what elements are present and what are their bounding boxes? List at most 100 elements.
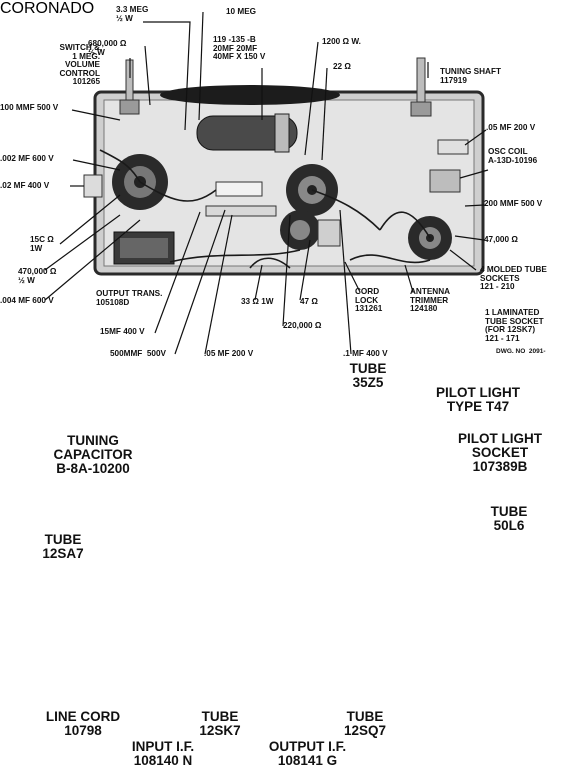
label-47-ohm-line-1: 47 Ω <box>300 297 318 306</box>
label-molded-sockets-line-2: SOCKETS <box>480 273 520 283</box>
label-output-trans-line-2: 105108D <box>96 297 130 307</box>
label-470k-line-2: ½ W <box>18 275 35 285</box>
label-dwg-no-line-1: DWG. NO 2091- <box>496 348 546 355</box>
label-004mf-line-1: .004 MF 600 V <box>0 296 54 305</box>
label-3-3meg-line-1: 3.3 MEG <box>116 5 149 14</box>
output-if-can: CORONADO <box>0 0 94 17</box>
label-47-ohm: 47 Ω <box>300 297 318 307</box>
label-15mf-line-1: 15MF 400 V <box>100 327 145 336</box>
pilot-light: CORONADO <box>0 0 94 17</box>
label-input-if-line-1: INPUT I.F. <box>131 739 195 754</box>
bottom-chassis-view: CORONADO <box>0 0 94 17</box>
label-molded-sockets-line-1: 4 MOLDED TUBE <box>480 265 547 274</box>
label-osc-coil-line-2: A-13D-10196 <box>488 155 538 165</box>
label-tuning-shaft-line-2: 117919 <box>440 75 467 85</box>
label-15mf: 15MF 400 V <box>100 327 145 337</box>
label-680k-line-1: 680,000 Ω <box>88 39 127 48</box>
label-pilot-light-type-line-1: PILOT LIGHT <box>436 385 520 400</box>
label-line-cord-line-1: LINE CORD <box>45 709 121 724</box>
brand-plate-text: CORONADO <box>0 0 95 17</box>
label-pilot-light-socket-line-2: SOCKET <box>471 445 529 461</box>
brand-plate: CORONADO <box>0 0 94 17</box>
label-output-trans: OUTPUT TRANS.105108D <box>96 289 163 307</box>
label-laminated-socket-line-3: (FOR 12SK7) <box>485 325 536 335</box>
label-200mmf: 200 MMF 500 V <box>484 199 542 209</box>
label-22-ohm: 22 Ω <box>333 62 351 72</box>
label-33-ohm-line-1: 33 Ω 1W <box>241 297 274 306</box>
label-tube-12sa7-line-1: TUBE <box>44 532 82 547</box>
speaker: CORONADO <box>0 0 94 17</box>
label-47000: 47,000 Ω <box>484 235 518 245</box>
label-antenna-trimmer-line-3: 124180 <box>410 304 438 314</box>
filter-capacitor-band <box>274 113 290 153</box>
label-02mf-line-1: .02 MF 400 V <box>0 181 50 190</box>
label-100mmf: 100 MMF 500 V <box>0 103 59 113</box>
label-output-trans-line-1: OUTPUT TRANS. <box>96 289 163 298</box>
tuning-shaft-bushing <box>410 101 432 117</box>
label-3-3meg-line-2: ½ W <box>116 13 133 23</box>
label-05mf-bottom-line-1: .05 MF 200 V <box>204 349 254 358</box>
label-laminated-socket-line-1: 1 LAMINATED <box>485 308 540 317</box>
label-tuning-capacitor-line-3: B-8A-10200 <box>56 461 130 477</box>
label-output-if: OUTPUT I.F.108141 G <box>250 739 365 768</box>
label-tuning-capacitor-line-2: CAPACITOR <box>53 447 133 463</box>
label-1mf: .1 MF 400 V <box>343 349 388 359</box>
label-22-ohm-line-1: 22 Ω <box>333 62 351 71</box>
label-filter-cap-line-2: 20MF 20MF <box>213 43 258 53</box>
label-laminated-socket-line-4: 121 - 171 <box>485 333 520 343</box>
label-10meg: 10 MEG <box>226 7 257 17</box>
resistor-block <box>215 181 263 197</box>
label-680k-line-2: ½ W <box>88 47 105 57</box>
label-laminated-socket-line-2: TUBE SOCKET <box>485 316 544 326</box>
label-15c-ohm-line-1: 15C Ω <box>30 235 54 244</box>
label-470k-line-1: 470,000 Ω <box>18 267 57 276</box>
label-02mf: .02 MF 400 V <box>0 181 50 191</box>
label-10meg-line-1: 10 MEG <box>226 7 257 16</box>
label-100mmf-line-1: 100 MMF 500 V <box>0 103 59 112</box>
label-1mf-line-1: .1 MF 400 V <box>343 349 388 358</box>
label-05mf-bottom: .05 MF 200 V <box>204 349 254 359</box>
label-cord-lock-line-2: LOCK <box>355 295 379 305</box>
label-tube-12sq7-line-2: 12SQ7 <box>343 723 387 739</box>
label-220k-line-1: 220,000 Ω <box>283 321 322 330</box>
top-chassis-view <box>44 11 489 355</box>
label-filter-cap-line-3: 40MF X 150 V <box>213 52 266 62</box>
label-pilot-light-type-line-2: TYPE T47 <box>446 399 510 415</box>
label-osc-coil-line-1: OSC COIL <box>488 147 528 156</box>
label-1200-ohm: 1200 Ω W. <box>322 37 361 47</box>
label-pilot-light-socket-line-1: PILOT LIGHT <box>458 431 542 446</box>
dial-bar: CORONADO <box>0 0 94 17</box>
label-004mf: .004 MF 600 V <box>0 296 54 306</box>
label-molded-sockets-line-3: 121 - 210 <box>480 282 515 292</box>
label-volume-switch-line-1: SWITCH & <box>59 43 100 52</box>
volume-shaft-bushing <box>119 99 140 115</box>
cap-tubular-2 <box>83 174 103 198</box>
label-tuning-shaft-line-1: TUNING SHAFT <box>440 67 501 76</box>
cap-tubular-1 <box>317 219 341 247</box>
speaker-frame: CORONADO <box>0 0 94 17</box>
label-input-if: INPUT I.F.108140 N <box>108 739 218 768</box>
label-cord-lock-line-1: CORD <box>355 287 380 296</box>
label-output-if-line-1: OUTPUT I.F. <box>268 739 347 754</box>
label-cord-lock-line-3: 131261 <box>355 304 383 314</box>
label-500mmf-line-1: 500MMF 500V <box>110 349 166 358</box>
label-volume-switch-line-2: 1 MEG. <box>72 51 100 61</box>
label-002mf-line-1: .002 MF 600 V <box>0 154 54 163</box>
